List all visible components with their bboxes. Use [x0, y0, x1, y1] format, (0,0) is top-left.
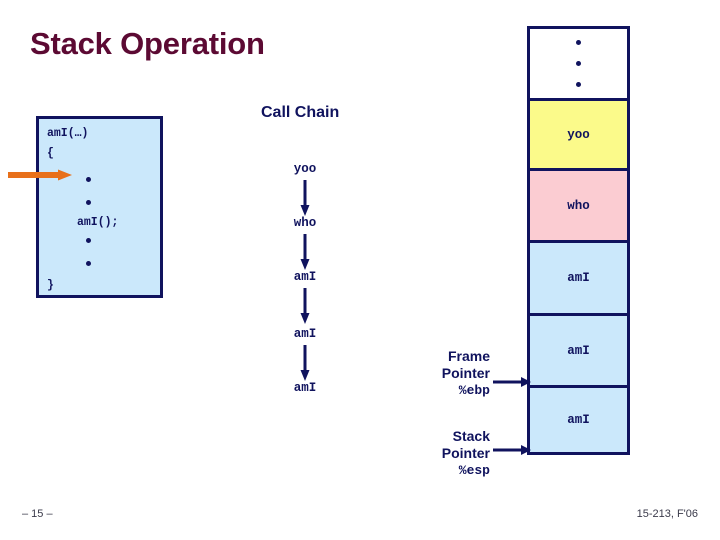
call-chain-item: yoo — [293, 162, 317, 176]
call-chain-arrow-icon — [300, 288, 310, 324]
footer-slide-number: – 15 – — [22, 508, 53, 520]
call-chain-arrow-icon — [300, 180, 310, 216]
stack-frame-label: amI — [567, 413, 590, 427]
stack-frame-yoo: yoo — [530, 98, 627, 168]
code-line-open-brace: { — [47, 147, 54, 160]
code-line-close-brace: } — [47, 279, 54, 292]
stack-ellipsis-dot — [576, 40, 581, 45]
stack-frame-ellipsis — [530, 29, 627, 98]
stack-pointer-annotation: Stack Pointer %esp — [330, 428, 490, 479]
frame-pointer-register: %ebp — [458, 383, 490, 398]
frame-pointer-annotation: Frame Pointer %ebp — [330, 348, 490, 399]
frame-pointer-line2: Pointer — [441, 365, 490, 381]
call-chain-heading: Call Chain — [261, 104, 340, 121]
stack-pointer-line1: Stack — [452, 428, 490, 444]
stack-frame-label: who — [567, 198, 590, 213]
stack-frame-label: amI — [567, 343, 590, 358]
code-snippet-box: amI(…) { amI(); } — [36, 116, 163, 298]
call-chain-item: amI — [293, 327, 317, 341]
frame-pointer-arrow-icon — [493, 377, 531, 387]
stack-frame-ami-1: amI — [530, 240, 627, 313]
stack-diagram: yoo who amI amI amI — [527, 26, 630, 455]
call-chain-item: who — [293, 216, 317, 230]
stack-frame-ami-2: amI — [530, 313, 627, 385]
call-chain-arrow-icon — [300, 234, 310, 270]
page-title: Stack Operation — [30, 26, 265, 61]
code-ellipsis-dot — [86, 261, 91, 266]
stack-frame-ami-3: amI — [530, 385, 627, 452]
stack-pointer-line2: Pointer — [441, 445, 490, 461]
footer-course-label: 15-213, F'06 — [636, 508, 698, 520]
stack-ellipsis-dot — [576, 61, 581, 66]
code-ellipsis-dot — [86, 238, 91, 243]
stack-frame-who: who — [530, 168, 627, 240]
code-ellipsis-dot — [86, 177, 91, 182]
stack-ellipsis-dot — [576, 82, 581, 87]
code-line-signature: amI(…) — [47, 127, 89, 140]
call-chain-arrow-icon — [300, 345, 310, 381]
frame-pointer-line1: Frame — [447, 348, 490, 364]
call-chain-item: amI — [293, 270, 317, 284]
current-execution-arrow-icon — [8, 169, 72, 181]
stack-pointer-register: %esp — [458, 463, 490, 478]
stack-pointer-arrow-icon — [493, 445, 531, 455]
stack-frame-label: amI — [567, 271, 590, 285]
call-chain-item: amI — [293, 381, 317, 395]
code-line-recursive-call: amI(); — [77, 216, 119, 229]
code-ellipsis-dot — [86, 200, 91, 205]
stack-frame-label: yoo — [567, 127, 590, 142]
